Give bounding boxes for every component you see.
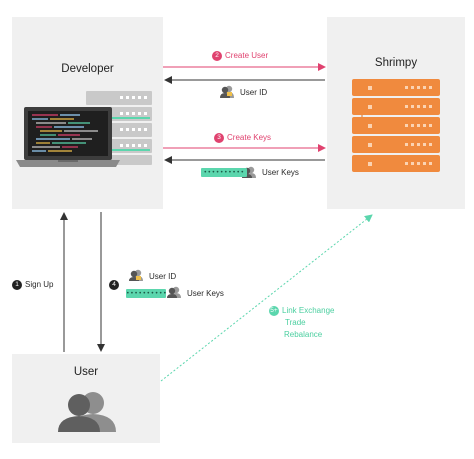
create-keys-label: Create Keys [227,133,272,143]
step-actions: 5+Link Exchange [269,306,334,316]
user-keys-bar: •••••••••• [201,168,247,177]
action-rebalance: Rebalance [284,330,323,339]
arrow-user-actions [160,214,373,382]
step-number-badge: 1 [12,280,22,290]
deliver-user-id-label: User ID [149,272,177,281]
deliver-user-id-person-icon [129,269,143,281]
developer-title: Developer [61,63,114,75]
create-user-label: Create User [225,51,269,61]
deliver-user-keys-label: User Keys [187,289,224,298]
deliver-user-keys-person-icon [167,286,181,298]
action-link-exchange: Link Exchange [282,306,335,316]
step-number-badge: 5+ [269,306,279,316]
shrimpy-server-icon [352,79,440,172]
sign-up-label: Sign Up [25,280,54,290]
step-number-badge: 3 [214,133,224,143]
user-keys-return-label: User Keys [262,168,299,177]
step-number-badge: 4 [109,280,119,290]
step-number-badge: 2 [212,51,222,61]
user-title: User [73,366,99,378]
action-trade: Trade [285,318,306,327]
user-id-return-label: User ID [240,88,268,97]
users-icon [58,392,116,432]
user-id-person-icon [220,85,234,98]
step-deliver: 4 [109,280,122,290]
deliver-user-keys-bar: •••••••••• [126,289,168,298]
laptop-icon [16,107,120,167]
shrimpy-title: Shrimpy [374,57,418,69]
